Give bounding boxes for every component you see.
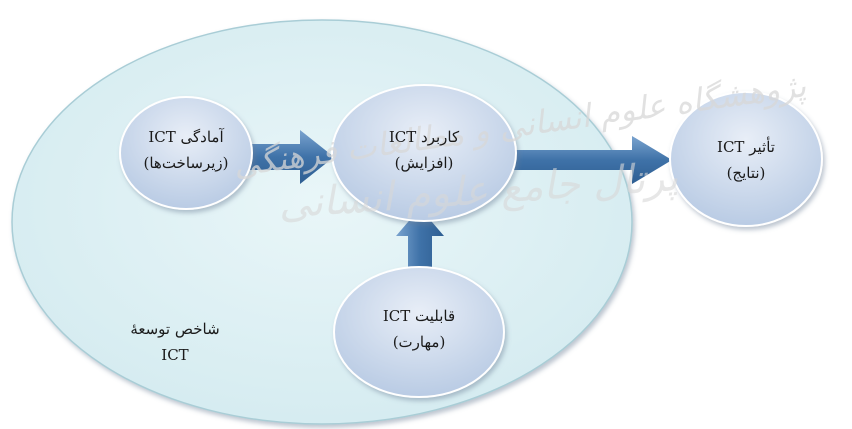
node-readiness-title: آمادگی ICT [148,128,224,146]
node-readiness-label: آمادگی ICT (زیرساخت‌ها) [126,124,246,177]
node-usage-ellipse [331,84,517,222]
arrow-readiness-to-usage [246,130,334,184]
node-readiness-subtitle: (زیرساخت‌ها) [143,154,229,173]
index-title: شاخص توسعهٔ [130,320,220,338]
node-usage-label: کاربرد ICT (افزایش) [364,124,484,177]
node-impact-subtitle: (نتایج) [726,164,766,183]
node-impact-ellipse [669,91,823,227]
node-capability-title: قابلیت ICT [382,307,456,325]
node-readiness-ellipse [119,96,253,210]
node-impact-label: تأثیر ICT (نتایج) [686,134,806,187]
node-usage-subtitle: (افزایش) [394,154,454,173]
node-usage-title: کاربرد ICT [388,128,460,146]
arrow-capability-to-usage [396,208,444,272]
node-capability-label: قابلیت ICT (مهارت) [359,303,479,356]
node-capability-ellipse [333,266,505,398]
node-capability-subtitle: (مهارت) [392,333,446,352]
node-impact-title: تأثیر ICT [717,138,775,156]
index-label: شاخص توسعهٔ ICT [110,316,240,369]
index-subtitle: ICT [161,346,189,365]
arrow-usage-to-impact [505,136,672,184]
